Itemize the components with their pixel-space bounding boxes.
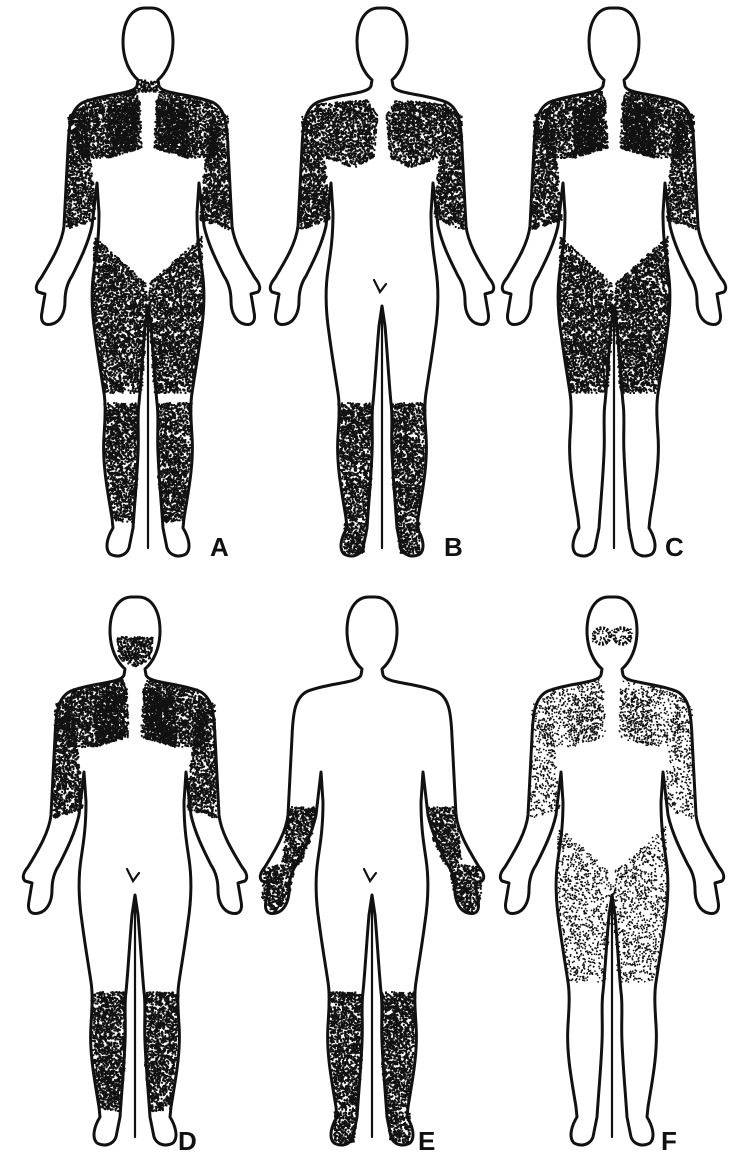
body-figure-b: B: [270, 8, 493, 562]
body-figure-e: E: [260, 597, 483, 1156]
body-figure-c: C: [502, 8, 725, 562]
panel-label: B: [444, 532, 463, 562]
panel-label: A: [210, 532, 229, 562]
body-figure-a: A: [36, 8, 259, 562]
panel-label: F: [661, 1126, 677, 1156]
panel-label: E: [418, 1126, 435, 1156]
panel-label: D: [178, 1126, 197, 1156]
body-figure-f: F: [500, 597, 723, 1156]
body-figure-d: D: [23, 597, 246, 1156]
panel-label: C: [665, 532, 684, 562]
